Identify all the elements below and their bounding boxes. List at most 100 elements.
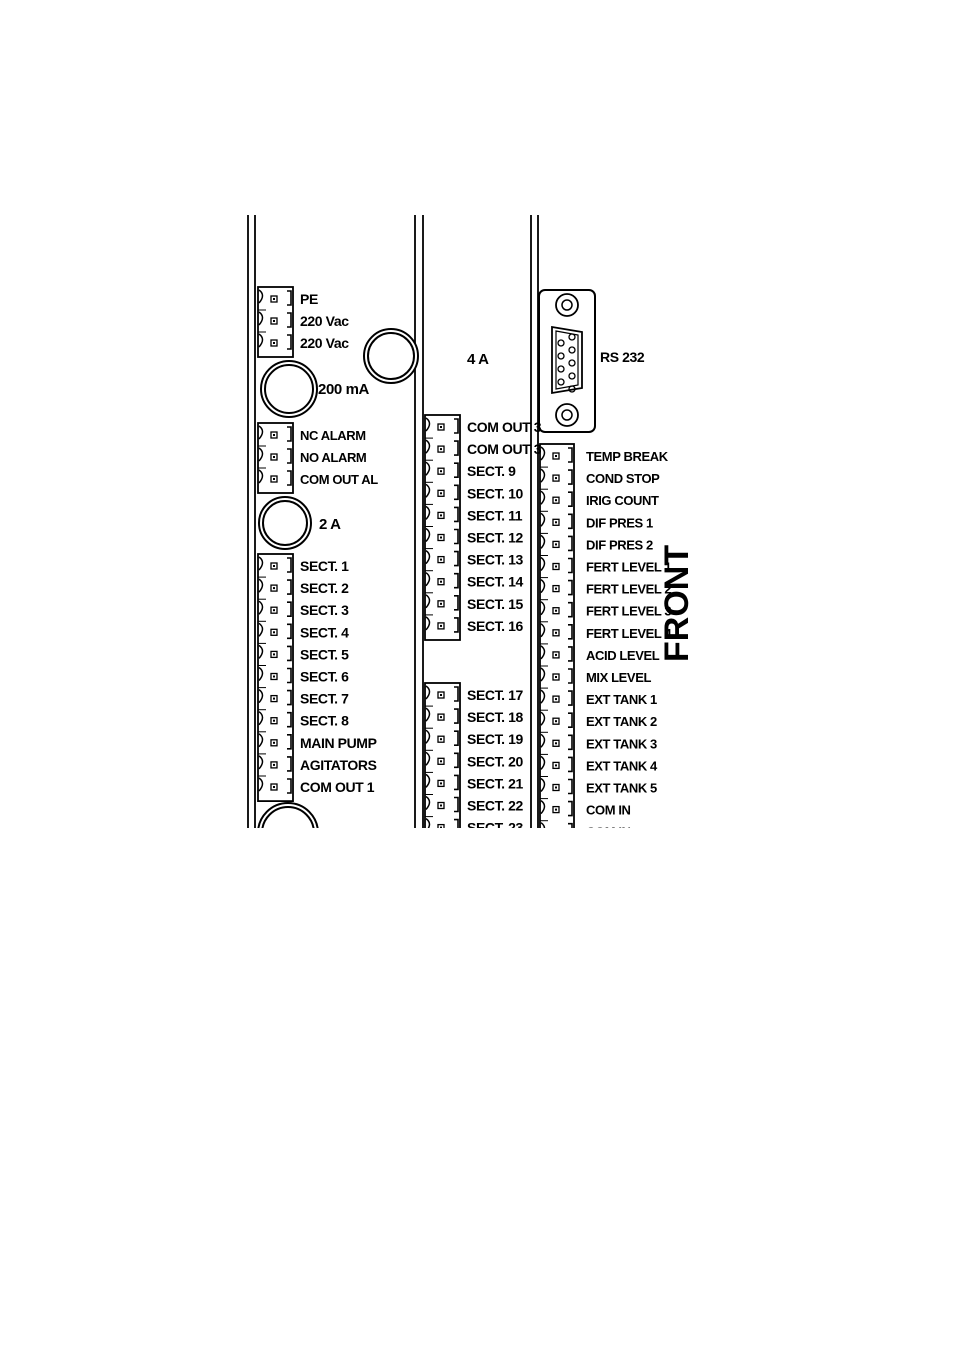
pin-edge <box>425 707 431 722</box>
pin-edge <box>540 645 546 660</box>
pin-tab <box>568 535 573 552</box>
screw-dot <box>555 786 557 789</box>
terminal-pin <box>425 526 459 545</box>
terminal-pin <box>258 289 292 306</box>
terminal-label: NO ALARM <box>300 450 366 465</box>
screw-dot <box>555 499 557 502</box>
pin-edge <box>425 549 431 565</box>
terminal-blocks <box>257 286 575 828</box>
terminal-pin <box>258 731 292 750</box>
pin-tab <box>454 440 459 456</box>
pin-edge <box>258 425 264 440</box>
terminal-label: MAIN PUMP <box>300 735 377 751</box>
screw-dot <box>273 631 275 634</box>
terminal-label: NC ALARM <box>300 428 366 443</box>
screw-dot <box>273 741 275 744</box>
pin-edge <box>425 527 431 542</box>
alarm-block <box>257 422 294 494</box>
screw-dot <box>273 653 275 656</box>
pin-tab <box>454 686 459 702</box>
screw-dot <box>273 456 275 458</box>
pin-edge <box>540 667 546 682</box>
front-label: FRONT <box>658 545 696 662</box>
terminal-pin <box>425 771 459 791</box>
terminal-pin <box>425 548 459 567</box>
screw-dot <box>555 455 557 457</box>
terminal-pin <box>258 425 292 442</box>
terminal-pin <box>258 598 292 617</box>
terminal-label: COM IN <box>586 803 631 818</box>
fuse-label-2a: 2 A <box>319 516 341 533</box>
pin-edge <box>258 311 264 326</box>
pin-tab <box>568 778 573 795</box>
pin-tab <box>454 796 459 813</box>
terminal-label: SECT. 19 <box>467 731 524 747</box>
screw-dot <box>555 477 557 480</box>
terminal-label: COM OUT 3 <box>467 441 542 457</box>
pin-tab <box>454 818 459 828</box>
terminal-pin <box>425 685 459 702</box>
terminal-label: SECT. 7 <box>300 691 349 707</box>
output-block-2 <box>424 414 461 641</box>
terminal-pin <box>425 614 459 633</box>
screw-square <box>437 823 445 828</box>
pin-edge <box>540 822 546 828</box>
pin-tab <box>287 557 292 573</box>
screw-dot <box>555 521 557 524</box>
pin-edge <box>540 490 546 505</box>
terminal-pin <box>540 731 573 751</box>
pin-tab <box>568 734 573 751</box>
screw-dot <box>273 587 275 590</box>
pin-tab <box>568 491 573 507</box>
input-block <box>539 443 575 828</box>
pin-tab <box>454 462 459 478</box>
screw-dot <box>555 764 557 767</box>
pin-tab <box>454 572 459 589</box>
terminal-pin <box>540 709 573 728</box>
fuse-holders <box>257 328 419 828</box>
pin-tab <box>568 557 573 574</box>
pin-tab <box>287 601 292 617</box>
screw-dot <box>555 720 557 723</box>
pin-tab <box>287 579 292 595</box>
screw-dot <box>555 808 557 811</box>
screw-dot <box>273 719 275 722</box>
pin-edge <box>540 601 546 616</box>
pin-tab <box>287 312 292 328</box>
screw-dot <box>273 786 275 788</box>
terminal-pin <box>425 459 459 478</box>
terminal-pin <box>540 621 573 640</box>
terminal-label: SECT. 12 <box>467 530 524 546</box>
terminal-label: MIX LEVEL <box>586 670 651 685</box>
screw-dot <box>273 675 275 678</box>
pin-edge <box>258 289 264 304</box>
pin-tab <box>454 506 459 523</box>
pin-tab <box>454 484 459 501</box>
screw-dot <box>440 470 442 473</box>
terminal-label: SECT. 13 <box>467 552 524 568</box>
pin-edge <box>425 616 431 631</box>
pin-edge <box>425 729 431 744</box>
pin-edge <box>425 461 431 476</box>
pin-edge <box>258 447 264 462</box>
pin-tab <box>454 708 459 724</box>
pin-tab <box>454 774 459 791</box>
screw-dot <box>273 763 275 766</box>
pin-tab <box>287 290 292 306</box>
terminal-pin <box>425 816 459 828</box>
terminal-label: COM OUT 1 <box>300 779 375 795</box>
terminal-pin <box>540 599 573 618</box>
terminal-pin <box>425 749 459 769</box>
terminal-label: SECT. 16 <box>467 618 524 634</box>
terminal-label: ACID LEVEL <box>586 648 660 663</box>
pin-tab <box>568 601 573 618</box>
screw-dot <box>440 624 442 627</box>
pin-edge <box>258 600 264 615</box>
terminal-pin <box>540 820 573 828</box>
terminal-pin <box>425 481 459 501</box>
terminal-label: COM OUT AL <box>300 472 378 487</box>
pin-edge <box>258 333 264 348</box>
pin-edge <box>425 417 431 432</box>
terminal-label: FERT LEVEL 1 <box>586 560 671 575</box>
